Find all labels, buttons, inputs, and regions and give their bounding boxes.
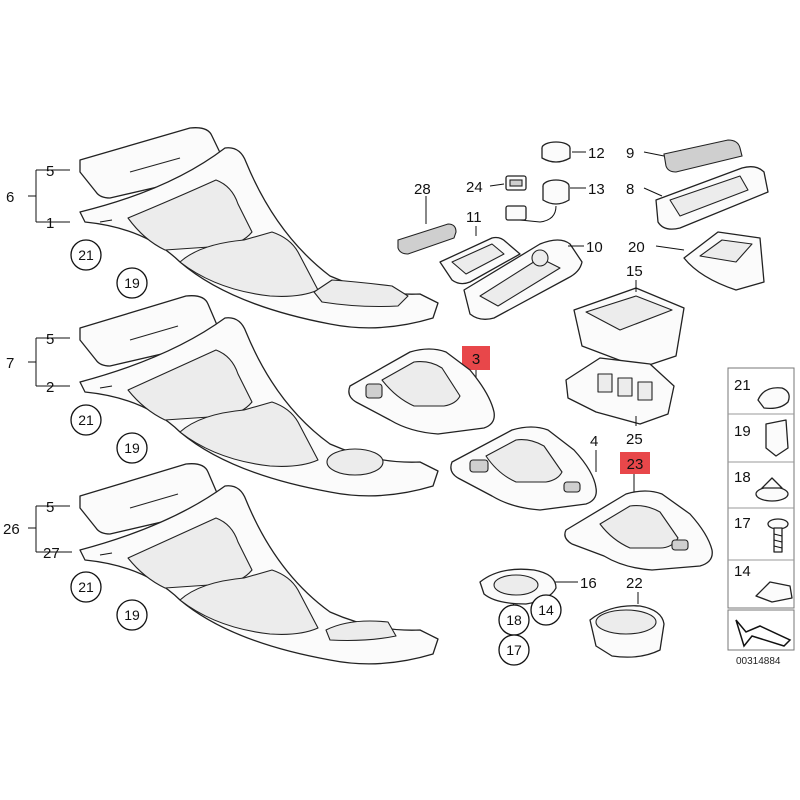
part-12-socket-cap [541, 141, 571, 163]
part-28-cover-strip [397, 223, 457, 255]
svg-text:19: 19 [124, 275, 140, 291]
part-8-tray [655, 166, 769, 230]
part-3-shift-trim [348, 348, 495, 435]
circle-callout-21: 21 [70, 571, 102, 603]
highlight-callout-23: 23 [620, 452, 650, 474]
svg-text:19: 19 [124, 607, 140, 623]
callout-6: 6 [6, 189, 14, 206]
svg-text:17: 17 [506, 642, 522, 658]
callout-22: 22 [626, 575, 643, 592]
clip-21-icon [757, 387, 790, 410]
circle-callout-14: 14 [530, 594, 562, 626]
callout-24: 24 [466, 179, 483, 196]
callout-5: 5 [46, 163, 54, 180]
part-13-socket-harness [505, 179, 570, 223]
circle-callout-19: 19 [116, 432, 148, 464]
callout-1: 1 [46, 215, 54, 232]
legend-label-14: 14 [734, 563, 751, 580]
callout-lines-middle [425, 151, 685, 607]
part-11-tray [439, 236, 521, 285]
fastener-legend: 21 19 18 17 14 [727, 367, 795, 609]
svg-text:19: 19 [124, 440, 140, 456]
circle-callout-21: 21 [70, 404, 102, 436]
callout-12: 12 [588, 145, 605, 162]
console-trim-set-2 [79, 295, 439, 497]
console-trim-set-1 [79, 127, 439, 329]
callout-26: 26 [3, 521, 20, 538]
svg-text:21: 21 [78, 579, 94, 595]
part-22-cup-holder [589, 605, 665, 658]
svg-text:23: 23 [627, 456, 644, 473]
callout-20: 20 [628, 239, 645, 256]
bracket-lines-left [28, 169, 113, 556]
part-4-shift-trim [450, 426, 597, 511]
legend-label-17: 17 [734, 515, 751, 532]
nut-14-icon [755, 581, 793, 603]
callout-13: 13 [588, 181, 605, 198]
part-24-connector [505, 175, 527, 191]
legend-label-19: 19 [734, 423, 751, 440]
screw-17-icon [767, 518, 789, 553]
part-23-shift-trim [564, 490, 713, 571]
highlight-callout-3: 3 [462, 346, 490, 370]
callout-4: 4 [590, 433, 598, 450]
part-20-pocket [683, 231, 765, 291]
svg-text:3: 3 [472, 351, 480, 368]
clip-18-icon [755, 477, 789, 502]
callout-11: 11 [466, 209, 482, 226]
callout-5: 5 [46, 331, 54, 348]
circle-callout-21: 21 [70, 239, 102, 271]
part-15-bin [573, 287, 685, 369]
callout-27: 27 [43, 545, 60, 562]
callout-10: 10 [586, 239, 603, 256]
svg-text:21: 21 [78, 247, 94, 263]
part-25-bracket [565, 357, 675, 425]
svg-text:14: 14 [538, 602, 554, 618]
callout-7: 7 [6, 355, 14, 372]
legend-label-18: 18 [734, 469, 751, 486]
part-9-cover [663, 139, 743, 173]
callout-28: 28 [414, 181, 431, 198]
legend-label-21: 21 [734, 377, 751, 394]
callout-2: 2 [46, 379, 54, 396]
reference-number: 00314884 [736, 656, 781, 667]
part-16-frame [479, 568, 557, 605]
orientation-arrow-icon [727, 609, 795, 651]
callout-5: 5 [46, 499, 54, 516]
svg-text:18: 18 [506, 612, 522, 628]
callout-8: 8 [626, 181, 634, 198]
console-trim-set-3 [79, 463, 439, 665]
part-10-center-panel [463, 239, 583, 320]
circle-callout-18: 18 [498, 604, 530, 636]
callout-16: 16 [580, 575, 597, 592]
callout-25: 25 [626, 431, 643, 448]
circle-callout-19: 19 [116, 599, 148, 631]
callout-15: 15 [626, 263, 643, 280]
svg-text:21: 21 [78, 412, 94, 428]
clip-19-icon [765, 419, 789, 457]
circle-callout-19: 19 [116, 267, 148, 299]
callout-9: 9 [626, 145, 634, 162]
circle-callout-17: 17 [498, 634, 530, 666]
